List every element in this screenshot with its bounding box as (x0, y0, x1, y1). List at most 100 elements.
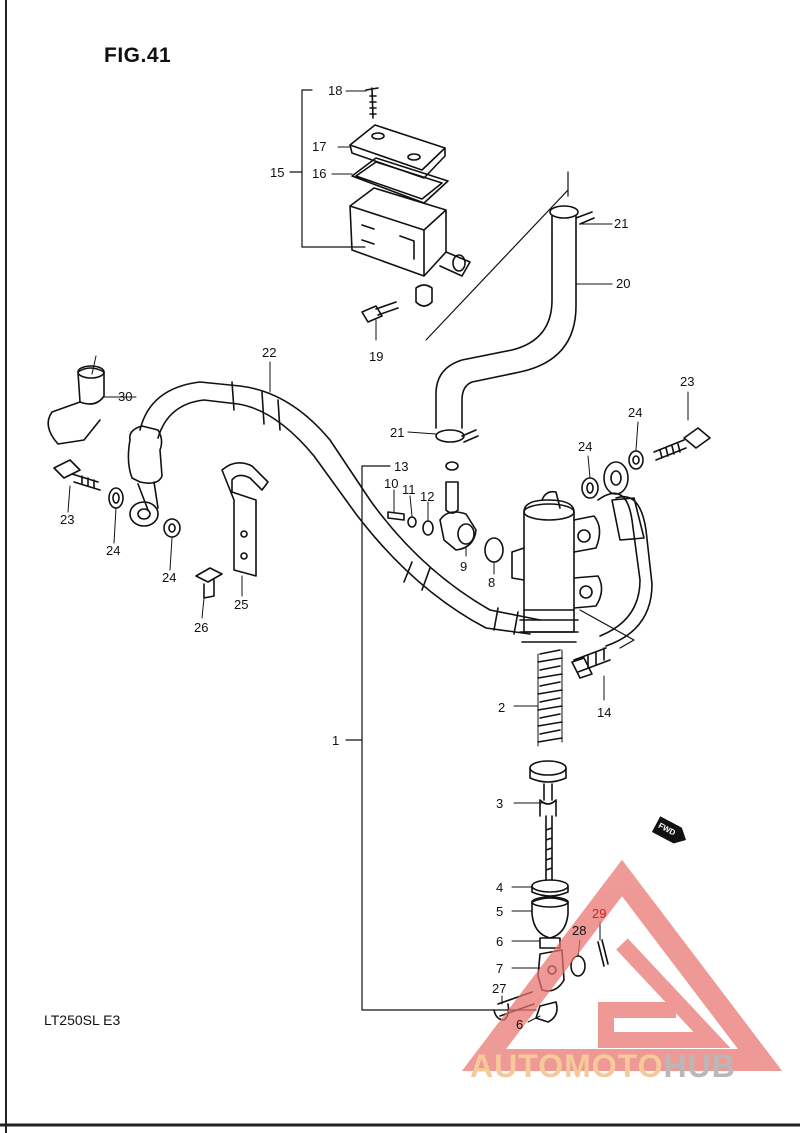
washer-hole (168, 523, 176, 533)
callout-3: 3 (496, 796, 504, 811)
hose-fitting-left (127, 425, 163, 484)
callout-6-upper: 6 (496, 934, 504, 949)
cap-hole (407, 153, 421, 161)
callout-18: 18 (328, 83, 343, 98)
bolt-26 (195, 567, 223, 599)
callout-16: 16 (312, 166, 327, 181)
hose-leader-line (425, 171, 569, 341)
watermark-text: AUTOMOTOHUB (470, 1048, 736, 1085)
clamp-21-top-tabs (551, 211, 595, 239)
hose-guide-30 (47, 355, 105, 445)
cylinder-collar (519, 609, 579, 643)
mount-hole-upper (577, 529, 591, 543)
master-cylinder-body (511, 490, 635, 679)
callout-17: 17 (312, 139, 327, 154)
hose-banjo-neck (137, 481, 159, 511)
callout-4: 4 (496, 880, 504, 895)
watermark-text-accent: AUTOMOTO (470, 1048, 664, 1084)
bracket-hole (240, 552, 248, 560)
group-bracket-15 (289, 89, 366, 248)
reservoir-markings (361, 224, 415, 260)
clamp-21-bottom-tabs (461, 429, 479, 443)
washer-24-left-a (108, 487, 124, 509)
screw-18 (365, 87, 379, 119)
callout-9: 9 (460, 559, 468, 574)
inlet-hose-stub (445, 481, 459, 514)
figure-title: FIG.41 (104, 44, 172, 67)
cylinder-top (523, 503, 575, 521)
reservoir-body-15 (349, 187, 447, 277)
o-ring-8 (484, 537, 504, 563)
washer-24-left-b (163, 518, 181, 538)
brake-hose-right (597, 492, 641, 637)
mount-hole-lower (579, 585, 593, 599)
banjo-hole-left (137, 508, 151, 520)
washer-hole (112, 492, 120, 504)
nut-4-side (531, 885, 569, 897)
group-bracket-1 (345, 465, 537, 1011)
cotter-pin-29 (597, 939, 609, 967)
spring-outline (537, 649, 563, 747)
nut-6-lower (535, 1001, 558, 1023)
rod-shaft (545, 815, 553, 881)
reservoir-bracket (439, 251, 471, 277)
callout-23-left: 23 (60, 512, 75, 527)
left-fasteners (53, 459, 181, 538)
washer-24-right-b (581, 477, 599, 499)
bolt-19 (361, 301, 399, 323)
rod-seat (529, 760, 567, 776)
callout-30: 30 (118, 389, 133, 404)
inlet-parts (387, 461, 504, 563)
banjo-fitting-right (603, 461, 629, 495)
clamp-21-bottom (435, 429, 465, 443)
callout-29: 29 (592, 906, 607, 921)
reservoir-assembly (289, 87, 471, 323)
brake-hose-22 (139, 381, 541, 621)
reservoir-hose-20-outer (461, 231, 577, 429)
leader-lines (67, 90, 689, 1023)
washer-hole (632, 455, 640, 465)
spring-2 (537, 649, 563, 747)
reservoir-hose-20 (435, 237, 553, 429)
right-fasteners (581, 427, 711, 499)
boot-5 (531, 897, 569, 939)
hose-guide-clamp (47, 401, 101, 445)
callout-20: 20 (616, 276, 631, 291)
cylinder-boss (541, 490, 561, 509)
callout-2: 2 (498, 700, 506, 715)
inlet-connector-mouth (457, 523, 475, 545)
washer-hole (586, 482, 594, 494)
callout-6-lower: 6 (516, 1017, 524, 1032)
callout-19: 19 (369, 349, 384, 364)
callout-24-right-b: 24 (578, 439, 593, 454)
boot-5-top (531, 896, 569, 908)
banjo-hole-right (610, 470, 622, 486)
callout-14: 14 (597, 705, 612, 720)
callout-28: 28 (572, 923, 587, 938)
callout-26: 26 (194, 620, 209, 635)
hose-guide-top (77, 365, 105, 379)
cylinder-leader-line (579, 609, 635, 649)
spring-coils (537, 649, 563, 743)
bolt-23-right (653, 427, 711, 461)
bolt-23-left (53, 459, 101, 491)
callout-10: 10 (384, 476, 399, 491)
rod-collar (539, 783, 557, 817)
cylinder-mount-ears (573, 515, 603, 609)
brake-hose-22-inner (157, 399, 531, 635)
callout-11: 11 (402, 482, 416, 497)
callout-7: 7 (496, 961, 504, 976)
callout-21-bottom: 21 (390, 425, 405, 440)
banjo-fitting-left (129, 501, 159, 527)
diaphragm-16 (351, 157, 449, 204)
bracket-hole (240, 530, 248, 538)
washer-24-right-a (628, 450, 644, 470)
callout-23-right: 23 (680, 374, 695, 389)
hose-bracket (221, 462, 269, 577)
o-ring-12 (422, 520, 434, 536)
callout-8: 8 (488, 575, 496, 590)
screw-10 (387, 511, 405, 521)
callout-27: 27 (492, 981, 507, 996)
reservoir-hose-group (425, 171, 595, 443)
